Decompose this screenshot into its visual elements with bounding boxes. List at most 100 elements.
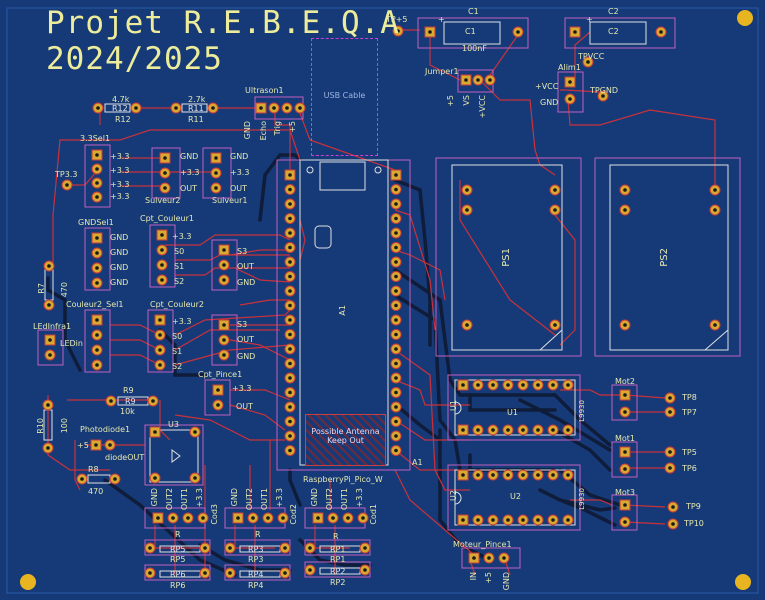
rp5-ref: RP5 — [170, 555, 186, 564]
cpt1-pin1: +3.3 — [172, 232, 192, 241]
trace-b17 — [288, 468, 302, 507]
trace-r31 — [174, 414, 285, 441]
silk-ps1 — [451, 164, 563, 351]
silk-u2-notch — [454, 491, 462, 505]
u2-bottom-pad-hole — [491, 518, 495, 522]
pico-pin-left-hole — [288, 260, 292, 264]
silk-u1-notch — [454, 401, 462, 415]
silk-c2-body — [589, 21, 647, 45]
c1-value: 100nF — [462, 44, 487, 53]
tp5v-label: TP+5 — [386, 15, 408, 24]
cod3-label: Cod3 — [210, 504, 219, 525]
tp33-pad-hole — [65, 183, 69, 187]
rp3-pad1-hole — [228, 546, 232, 550]
silk-r12 — [104, 103, 131, 113]
tp7-label: TP7 — [682, 408, 697, 417]
keepout-line1: Possible Antenna — [311, 427, 380, 436]
suiveur1-pin-33: +3.3 — [230, 168, 250, 177]
trace-r24 — [230, 389, 291, 401]
rp2-pad1-hole — [308, 568, 312, 572]
rp5-inner: RP5 — [170, 545, 186, 554]
r9-value: 10k — [120, 407, 135, 416]
suiveur2-pad-hole — [163, 186, 167, 190]
tpvcc-pad-hole — [586, 60, 590, 64]
u1-top-pad-hole — [536, 383, 540, 387]
cod1-pad-hole — [361, 516, 365, 520]
silk-ps1-corner — [539, 329, 563, 351]
cod3-pad-hole — [201, 516, 205, 520]
cod3-pad-hole — [171, 516, 175, 520]
cod2-pad-hole — [251, 516, 255, 520]
alim-pad-hole — [568, 80, 572, 84]
cy-sel33 — [84, 144, 111, 208]
cod1-pin4: +3.3 — [355, 488, 364, 508]
r8-pad1-hole — [80, 477, 84, 481]
cpt1-pad-hole — [160, 248, 164, 252]
pico-pin-left-hole — [288, 434, 292, 438]
u2-bottom-pad-hole — [566, 518, 570, 522]
ultrason-pin-trig: Trig — [273, 121, 282, 136]
mot3-label: Mot3 — [615, 488, 636, 497]
ps1-pad-hole — [465, 188, 469, 192]
cpt1b-pad-hole — [222, 248, 226, 252]
ps2-pad-hole — [623, 208, 627, 212]
ultrason-pin-5v: +5 — [288, 121, 297, 133]
pico-pin-right-hole — [394, 216, 398, 221]
cpt2b-pad-hole — [222, 338, 226, 342]
alim-pad-hole — [568, 97, 572, 101]
cod2-pad-hole — [266, 516, 270, 520]
cpt2-pin3: S1 — [172, 347, 183, 356]
pico-pin-right-hole — [394, 289, 398, 293]
pico-hole1 — [306, 166, 314, 174]
pico-pin-left-hole — [288, 390, 292, 395]
trace-r19 — [174, 309, 291, 336]
cy-alim — [557, 71, 584, 113]
cpt2-pad-hole — [158, 363, 162, 367]
pico-pin-left-hole — [288, 318, 292, 322]
silk-c1-body — [443, 21, 501, 45]
rp4-ref: RP4 — [248, 581, 264, 590]
c1-plus: + — [438, 15, 445, 24]
u1-bottom-pad-hole — [506, 428, 510, 432]
rp1-pad1-hole — [308, 546, 312, 550]
pico-pin-right-hole — [394, 434, 398, 438]
r7-pad1-hole — [47, 264, 51, 268]
coul2-pad-hole — [95, 363, 99, 367]
r8-pad2-hole — [113, 477, 117, 481]
jumper-pin1: +5 — [446, 95, 455, 107]
trace-r50 — [624, 394, 666, 399]
mot2-pad-hole — [623, 410, 627, 414]
u1-top-pad-hole — [521, 383, 525, 387]
r11-pad2-hole — [211, 106, 215, 110]
u1-bottom-pad-hole — [461, 428, 465, 432]
cpt1b-pad-hole — [222, 278, 226, 282]
trace-r27 — [47, 395, 110, 471]
cpt1-label: Cpt_Couleur1 — [140, 214, 194, 223]
cpt1b-pin2: OUT — [237, 262, 255, 271]
cy-suiveur2 — [151, 147, 181, 199]
u3-pad2-hole — [193, 430, 197, 434]
suiveur1-pin-out: OUT — [230, 184, 248, 193]
trace-b14 — [518, 398, 612, 452]
ps2-label: PS2 — [659, 248, 670, 267]
jumper-pin2: VS — [462, 95, 471, 106]
trace-b7 — [393, 293, 462, 472]
mot1-pad-hole — [623, 450, 627, 454]
silk-r11 — [181, 103, 208, 113]
u2-top-pad-hole — [536, 473, 540, 477]
ps2-pad-hole — [623, 188, 627, 192]
pico-pin-left-hole — [288, 274, 292, 279]
board-title: Projet R.E.B.E.Q.A — [46, 5, 400, 41]
ultrason-pad-hole — [298, 106, 302, 110]
trace-r17 — [110, 339, 161, 351]
trace-b9 — [553, 428, 612, 472]
ps1-pad-hole — [553, 188, 557, 192]
rp4-pad1-hole — [228, 571, 232, 575]
cod1-pad-hole — [346, 516, 350, 520]
ledin-label: LEDin — [60, 339, 83, 348]
mounting-hole-bottom-right — [735, 574, 751, 590]
pico-pin-left-hole — [288, 347, 292, 351]
trace-b18 — [400, 408, 442, 442]
u1-bottom-pad-hole — [491, 428, 495, 432]
gndsel-pin1: GND — [110, 233, 129, 242]
